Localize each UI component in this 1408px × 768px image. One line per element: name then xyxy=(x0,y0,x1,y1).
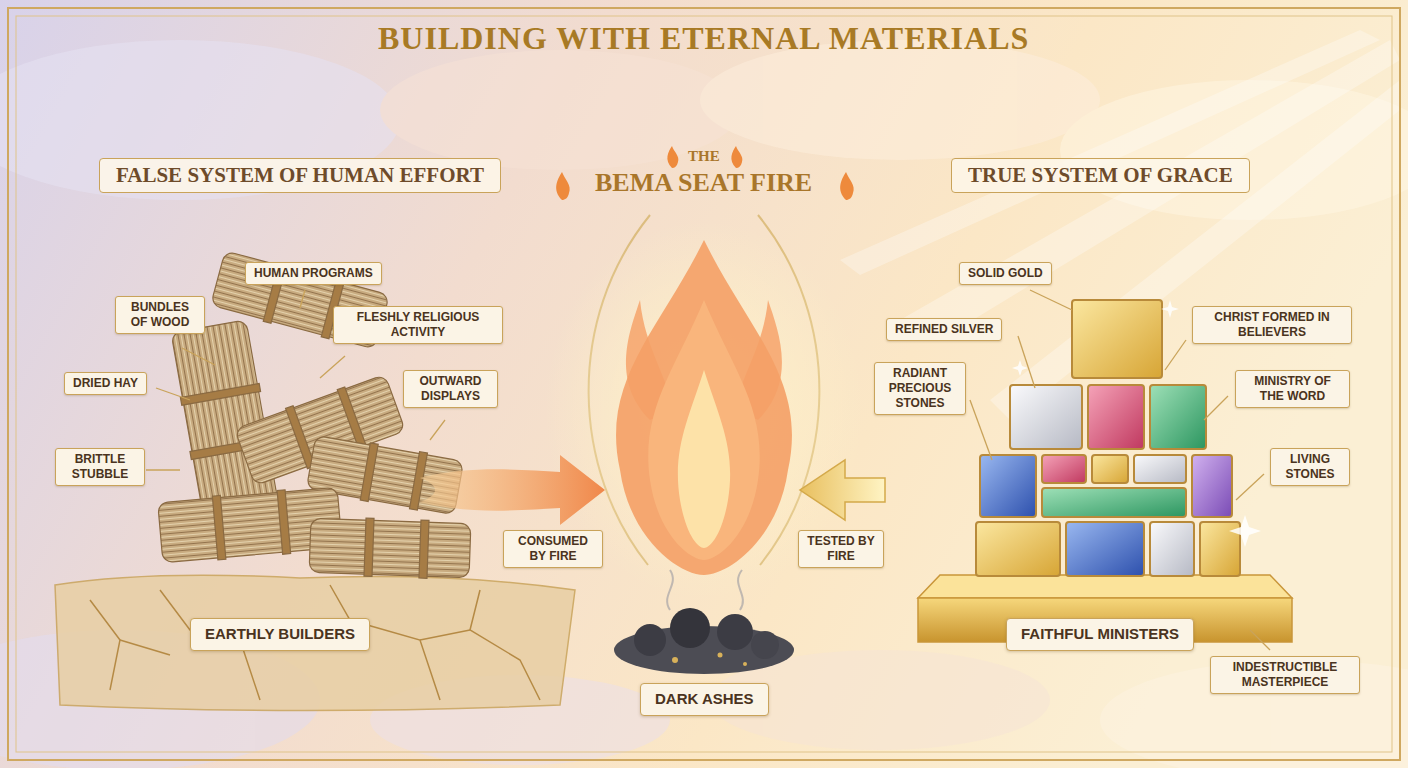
heading-label: BEMA SEAT FIRE xyxy=(595,168,812,198)
node-text: REFINED SILVER xyxy=(895,322,993,337)
node-text: FLESHLY RELIGIOUS ACTIVITY xyxy=(342,310,494,340)
callout-tag: MINISTRY OF THE WORD xyxy=(1235,370,1350,408)
callout-tag: DARK ASHES xyxy=(640,683,769,716)
node-text: TRUE SYSTEM OF GRACE xyxy=(968,163,1233,188)
node-text: RADIANT PRECIOUS STONES xyxy=(883,366,957,411)
node-text: LIVING STONES xyxy=(1279,452,1341,482)
callout-tag: DRIED HAY xyxy=(64,372,147,395)
callout-tag: LIVING STONES xyxy=(1270,448,1350,486)
node-text: OUTWARD DISPLAYS xyxy=(412,374,489,404)
callout-tag: INDESTRUCTIBLE MASTERPIECE xyxy=(1210,656,1360,694)
node-text: SOLID GOLD xyxy=(968,266,1043,281)
node-text: HUMAN PROGRAMS xyxy=(254,266,373,281)
diagram-title: BUILDING WITH ETERNAL MATERIALS xyxy=(378,20,1029,57)
callout-tag: CONSUMED BY FIRE xyxy=(503,530,603,568)
node-text: CONSUMED BY FIRE xyxy=(512,534,594,564)
heading-label: THE xyxy=(688,148,720,165)
section-banner: FALSE SYSTEM OF HUMAN EFFORT xyxy=(99,158,501,193)
node-text: MINISTRY OF THE WORD xyxy=(1244,374,1341,404)
node-text: BRITTLE STUBBLE xyxy=(64,452,136,482)
node-text: BUNDLES OF WOOD xyxy=(124,300,196,330)
small-flames xyxy=(556,146,854,200)
clouds xyxy=(0,40,1408,768)
node-text: EARTHLY BUILDERS xyxy=(205,625,355,644)
leader-lines xyxy=(146,290,1270,650)
node-text: FAITHFUL MINISTERS xyxy=(1021,625,1179,644)
callout-tag: RADIANT PRECIOUS STONES xyxy=(874,362,966,415)
arrows xyxy=(420,455,885,525)
callout-tag: REFINED SILVER xyxy=(886,318,1002,341)
group-label: EARTHLY BUILDERS xyxy=(190,618,370,651)
cracked-earth xyxy=(55,575,575,710)
node-text: INDESTRUCTIBLE MASTERPIECE xyxy=(1219,660,1351,690)
callout-tag: TESTED BY FIRE xyxy=(798,530,884,568)
frame xyxy=(8,8,1400,760)
callout-tag: CHRIST FORMED IN BELIEVERS xyxy=(1192,306,1352,344)
bema-fire xyxy=(616,240,792,575)
callout-tag: BRITTLE STUBBLE xyxy=(55,448,145,486)
section-banner: TRUE SYSTEM OF GRACE xyxy=(951,158,1250,193)
callout-tag: SOLID GOLD xyxy=(959,262,1052,285)
node-text: DRIED HAY xyxy=(73,376,138,391)
group-label: FAITHFUL MINISTERS xyxy=(1006,618,1194,651)
node-text: DARK ASHES xyxy=(655,690,754,709)
callout-tag: HUMAN PROGRAMS xyxy=(245,262,382,285)
node-text: TESTED BY FIRE xyxy=(807,534,875,564)
callout-tag: BUNDLES OF WOOD xyxy=(115,296,205,334)
light-rays xyxy=(840,30,1400,420)
dark-ashes xyxy=(614,570,794,674)
callout-tag: FLESHLY RELIGIOUS ACTIVITY xyxy=(333,306,503,344)
node-text: FALSE SYSTEM OF HUMAN EFFORT xyxy=(116,163,484,188)
node-text: CHRIST FORMED IN BELIEVERS xyxy=(1201,310,1343,340)
callout-tag: OUTWARD DISPLAYS xyxy=(403,370,498,408)
